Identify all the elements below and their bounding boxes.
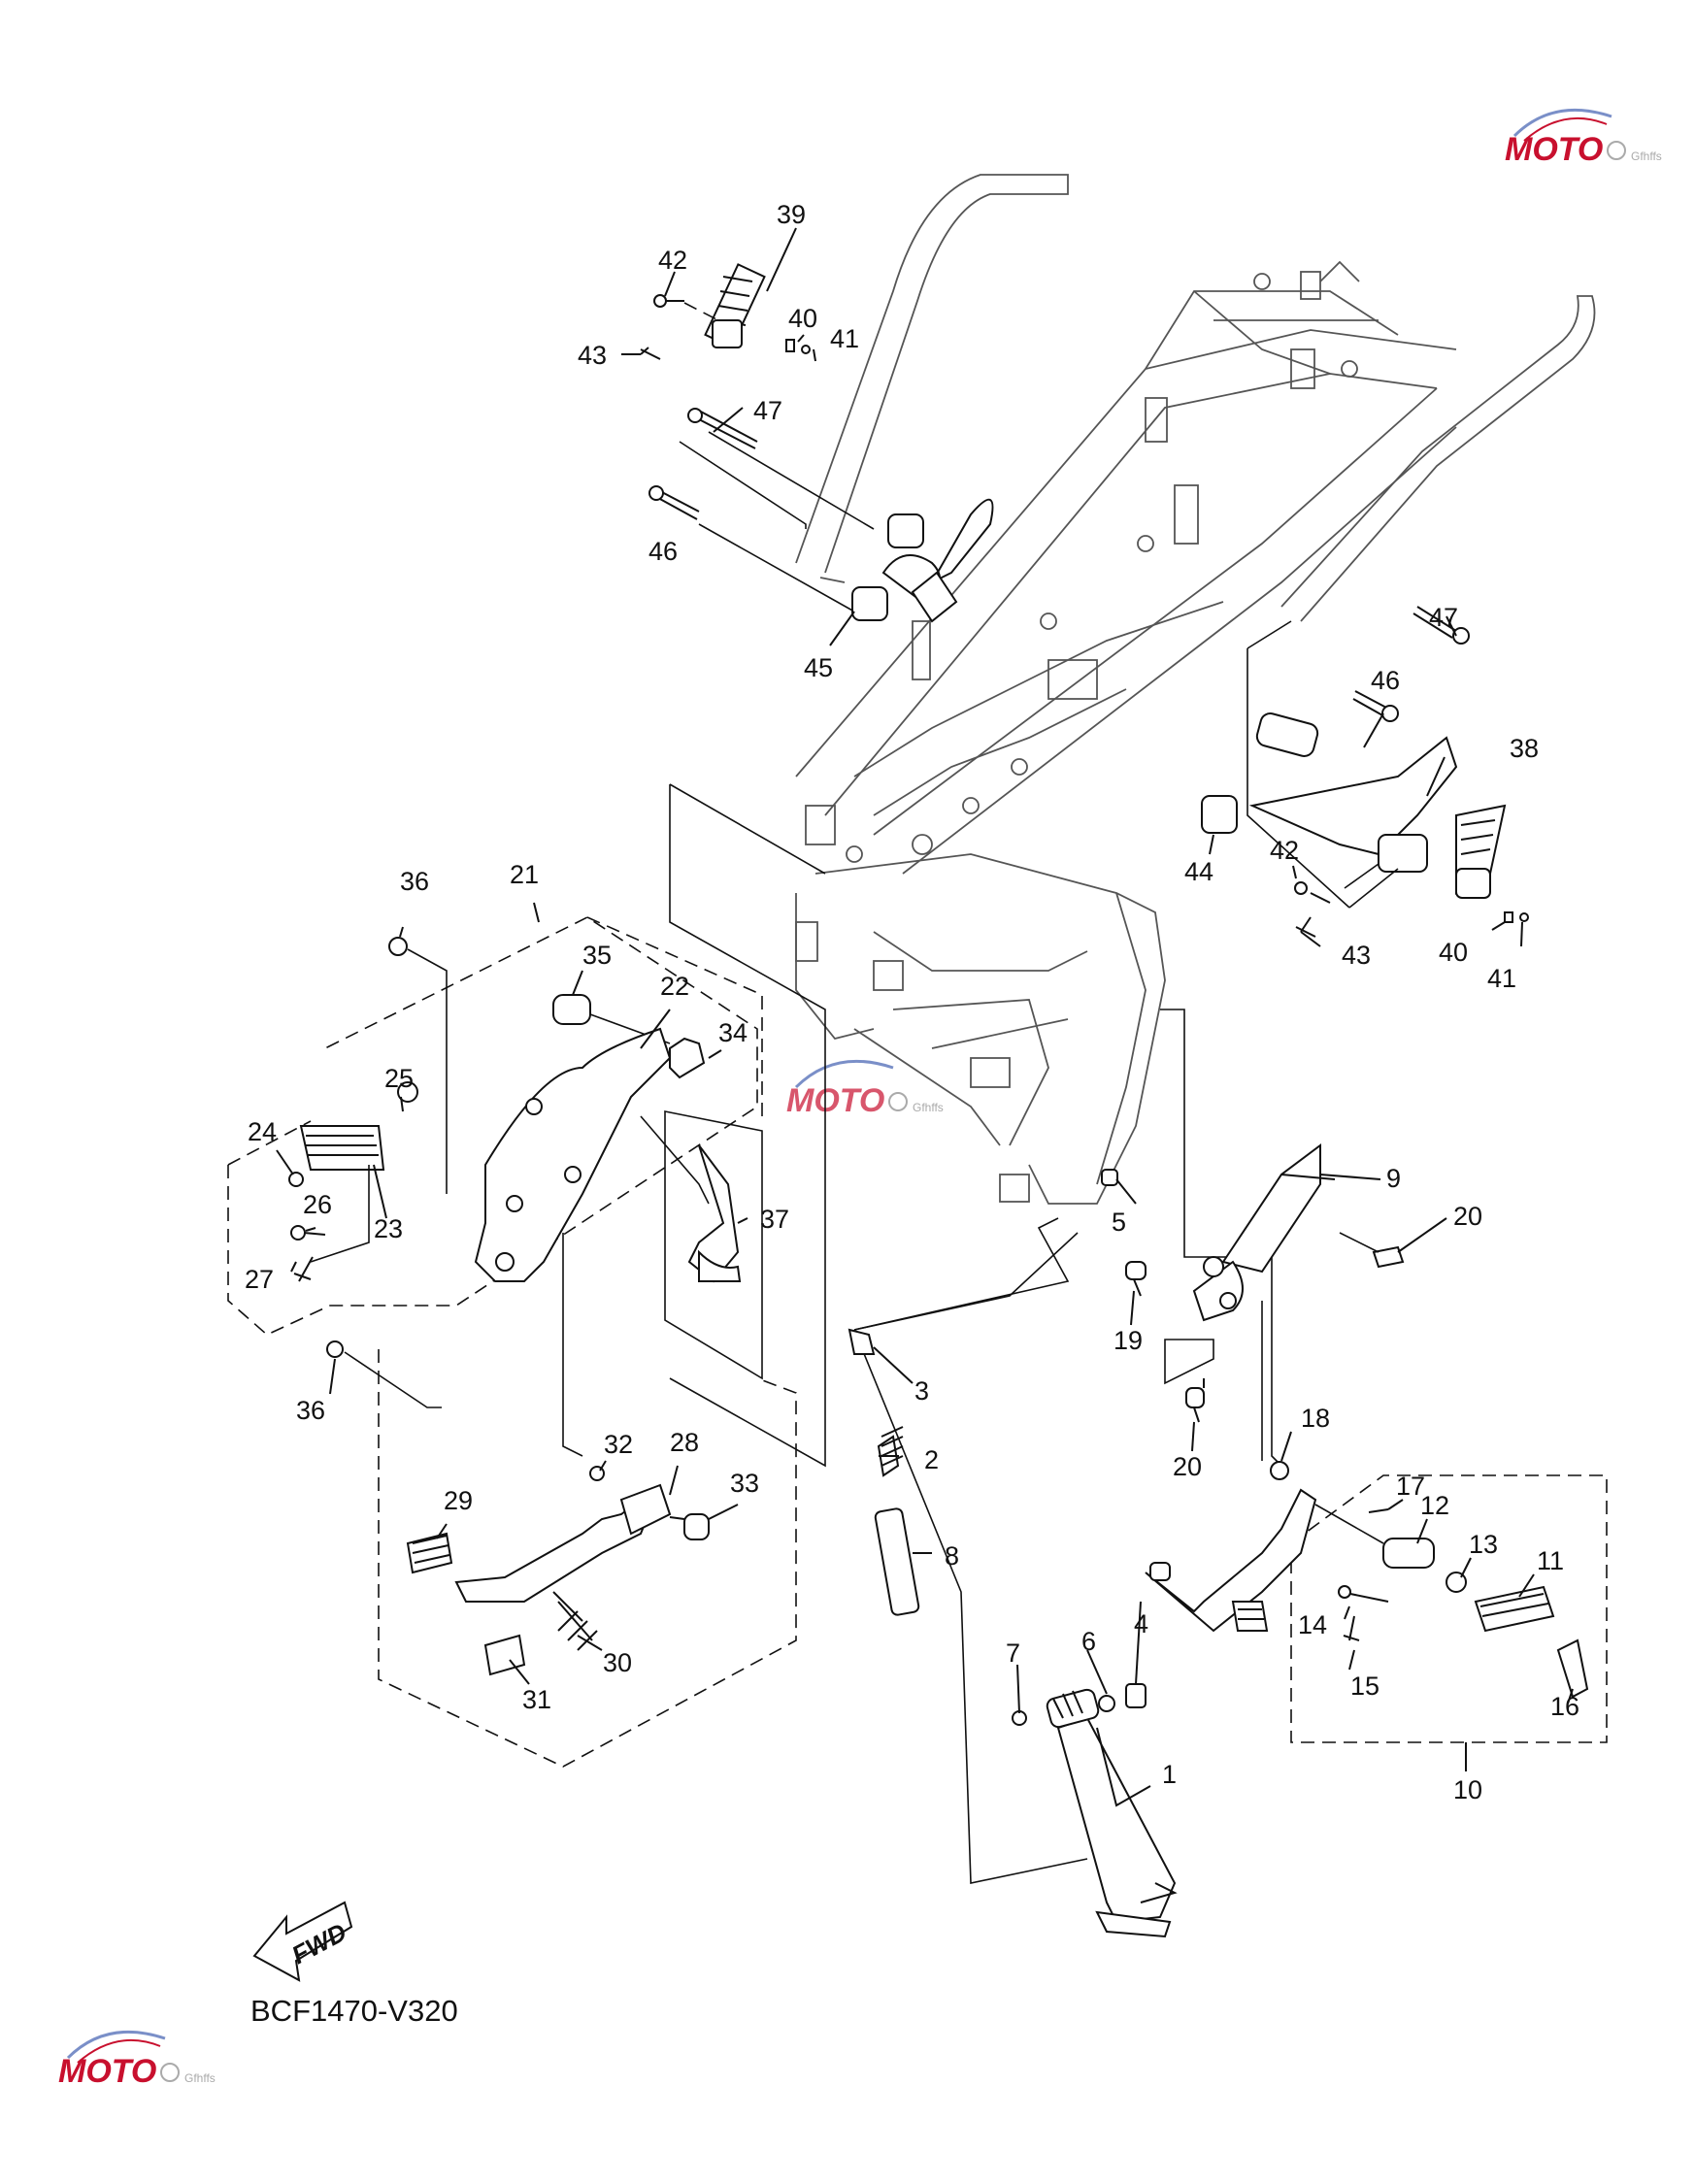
- fwd-arrow: FWD: [252, 1901, 353, 1982]
- motorcycle-frame: [795, 174, 1596, 1205]
- callout-44: 44: [1184, 857, 1213, 886]
- callout-29: 29: [444, 1486, 473, 1515]
- callout-32: 32: [604, 1430, 633, 1459]
- callout-37: 37: [760, 1205, 789, 1234]
- callout-22: 22: [660, 972, 689, 1001]
- callout-13: 13: [1469, 1530, 1498, 1559]
- callout-20-lower: 20: [1173, 1452, 1202, 1481]
- diagram-code: BCF1470-V320: [250, 1994, 458, 2028]
- callout-45: 45: [804, 653, 833, 682]
- callout-47-upper: 47: [753, 396, 782, 425]
- callout-31: 31: [522, 1685, 551, 1714]
- watermark-logo-top-right: MOTO Gfhffs: [1505, 108, 1662, 168]
- svg-text:MOTO: MOTO: [786, 1082, 884, 1119]
- callout-42-lower: 42: [1270, 836, 1299, 865]
- callout-39: 39: [777, 200, 806, 229]
- callout-7: 7: [1006, 1638, 1020, 1668]
- callout-21: 21: [510, 860, 539, 889]
- callout-9: 9: [1386, 1164, 1401, 1193]
- callout-12: 12: [1420, 1491, 1449, 1520]
- callout-24: 24: [248, 1117, 277, 1146]
- callout-4: 4: [1134, 1609, 1148, 1638]
- watermark-logo-center: MOTO Gfhffs: [786, 1059, 944, 1119]
- callout-28: 28: [670, 1428, 699, 1457]
- left-footrest-assy: [288, 937, 742, 1481]
- callout-5: 5: [1112, 1208, 1126, 1237]
- group-outlines: [227, 441, 1608, 1884]
- svg-text:Gfhffs: Gfhffs: [184, 2071, 216, 2085]
- callout-10: 10: [1453, 1775, 1482, 1804]
- brake-pedal-assy: [1145, 1488, 1589, 1699]
- callout-23: 23: [374, 1214, 403, 1243]
- callout-42-upper: 42: [658, 246, 687, 275]
- callout-15: 15: [1350, 1671, 1379, 1701]
- callout-46-upper: 46: [648, 537, 678, 566]
- callout-27: 27: [245, 1265, 274, 1294]
- callout-18: 18: [1301, 1404, 1330, 1433]
- callout-30: 30: [603, 1648, 632, 1677]
- callout-35: 35: [582, 941, 612, 970]
- callout-34: 34: [718, 1018, 748, 1047]
- right-pillion-footrest-assy: [1201, 606, 1529, 938]
- callout-8: 8: [945, 1541, 959, 1571]
- callout-2: 2: [924, 1445, 939, 1474]
- callout-26: 26: [303, 1190, 332, 1219]
- callout-40-upper: 40: [788, 304, 817, 333]
- callout-36-lower: 36: [296, 1396, 325, 1425]
- callout-47-lower: 47: [1429, 603, 1458, 632]
- callout-43-lower: 43: [1342, 941, 1371, 970]
- callout-19: 19: [1113, 1326, 1143, 1355]
- callout-41-lower: 41: [1487, 964, 1516, 993]
- sidestand-assy: [848, 1169, 1178, 1938]
- callout-40-lower: 40: [1439, 938, 1468, 967]
- callout-14: 14: [1298, 1610, 1327, 1639]
- callout-20-upper: 20: [1453, 1202, 1482, 1231]
- callout-33: 33: [730, 1469, 759, 1498]
- callout-16: 16: [1550, 1692, 1579, 1721]
- right-footrest-assy: [1125, 1143, 1405, 1480]
- callout-41-upper: 41: [830, 324, 859, 353]
- callout-17: 17: [1396, 1472, 1425, 1501]
- svg-text:MOTO: MOTO: [1505, 131, 1603, 168]
- callout-38: 38: [1510, 734, 1539, 763]
- leader-lines: [276, 227, 1574, 1807]
- callout-36-upper: 36: [400, 867, 429, 896]
- svg-text:MOTO: MOTO: [58, 2053, 156, 2090]
- left-pillion-footrest-assy: [640, 263, 994, 623]
- watermark-logo-bottom-left: MOTO Gfhffs: [58, 2030, 216, 2090]
- callout-11: 11: [1537, 1546, 1564, 1575]
- svg-text:Gfhffs: Gfhffs: [913, 1101, 944, 1114]
- callout-labels: 1 2 3 4 5 6 7 8 9 10 11 12 13 14 15 16 1…: [245, 200, 1579, 1804]
- callout-6: 6: [1081, 1627, 1096, 1656]
- callout-43-upper: 43: [578, 341, 607, 370]
- callout-1: 1: [1162, 1760, 1177, 1789]
- callout-25: 25: [384, 1064, 414, 1093]
- svg-text:Gfhffs: Gfhffs: [1631, 149, 1662, 163]
- callout-46-lower: 46: [1371, 666, 1400, 695]
- callout-3: 3: [914, 1376, 929, 1406]
